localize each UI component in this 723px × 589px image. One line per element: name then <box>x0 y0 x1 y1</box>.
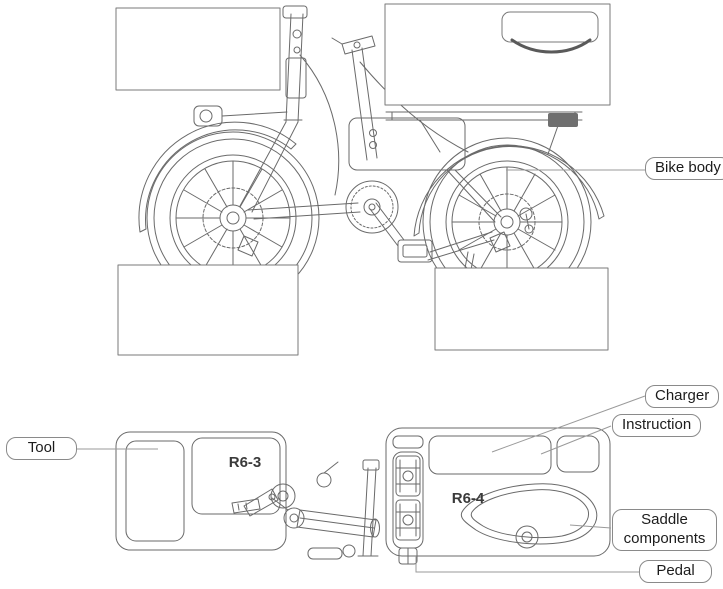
leader-line-charger <box>491 395 646 453</box>
callout-tool: Tool <box>6 437 77 460</box>
foam-box-bottom-right <box>434 267 609 351</box>
top-right-box-inner-slot <box>501 11 599 43</box>
foam-box-top-left <box>115 7 281 91</box>
callout-saddle-components: Saddle components <box>612 509 717 551</box>
leader-lines <box>77 169 646 573</box>
battery-box <box>348 117 466 171</box>
tool-compartment <box>125 440 185 542</box>
callout-instruction: Instruction <box>612 414 702 437</box>
foam-boxes <box>115 3 611 356</box>
left-brake-caliper <box>237 235 259 257</box>
derailleur-pulley-2 <box>524 224 534 234</box>
callout-bike-body: Bike body <box>645 157 723 180</box>
frame-and-drivetrain <box>247 169 502 263</box>
left-tray-right-compartment <box>191 437 281 515</box>
brake-cables <box>299 54 469 196</box>
derailleur-pulley-1 <box>519 207 533 221</box>
charger-instruction-compartment <box>428 435 552 475</box>
right-small-compartment <box>556 435 600 473</box>
leader-line-instruction <box>540 425 612 455</box>
callout-pedal: Pedal <box>639 560 712 583</box>
foam-box-bottom-left <box>117 264 299 356</box>
rear-rack <box>385 111 583 155</box>
tray-marking-r6-4: R6-4 <box>452 490 485 507</box>
foam-box-top-right <box>384 3 611 106</box>
fork-and-stem <box>239 5 308 213</box>
seat-stem <box>331 35 378 161</box>
seat-post <box>296 509 377 538</box>
fenders <box>138 121 605 237</box>
headlight <box>193 105 288 127</box>
loose-parts <box>231 459 380 560</box>
bike-illustration <box>115 3 611 356</box>
left-tray <box>115 431 287 551</box>
pedals <box>395 455 421 565</box>
callout-charger: Charger <box>645 385 720 408</box>
packaging-trays: R6-3 R6-4 <box>115 427 611 565</box>
leader-line-saddle-components <box>569 524 612 529</box>
bell <box>515 525 539 549</box>
right-wheel-spokes <box>451 166 563 278</box>
leader-line-pedal <box>415 556 639 573</box>
tray-marking-r6-3: R6-3 <box>229 454 262 471</box>
right-wheel <box>422 137 592 307</box>
pump <box>357 467 379 557</box>
top-right-box-strap <box>510 38 592 54</box>
right-brake-caliper <box>489 231 511 253</box>
right-tray <box>385 427 611 565</box>
